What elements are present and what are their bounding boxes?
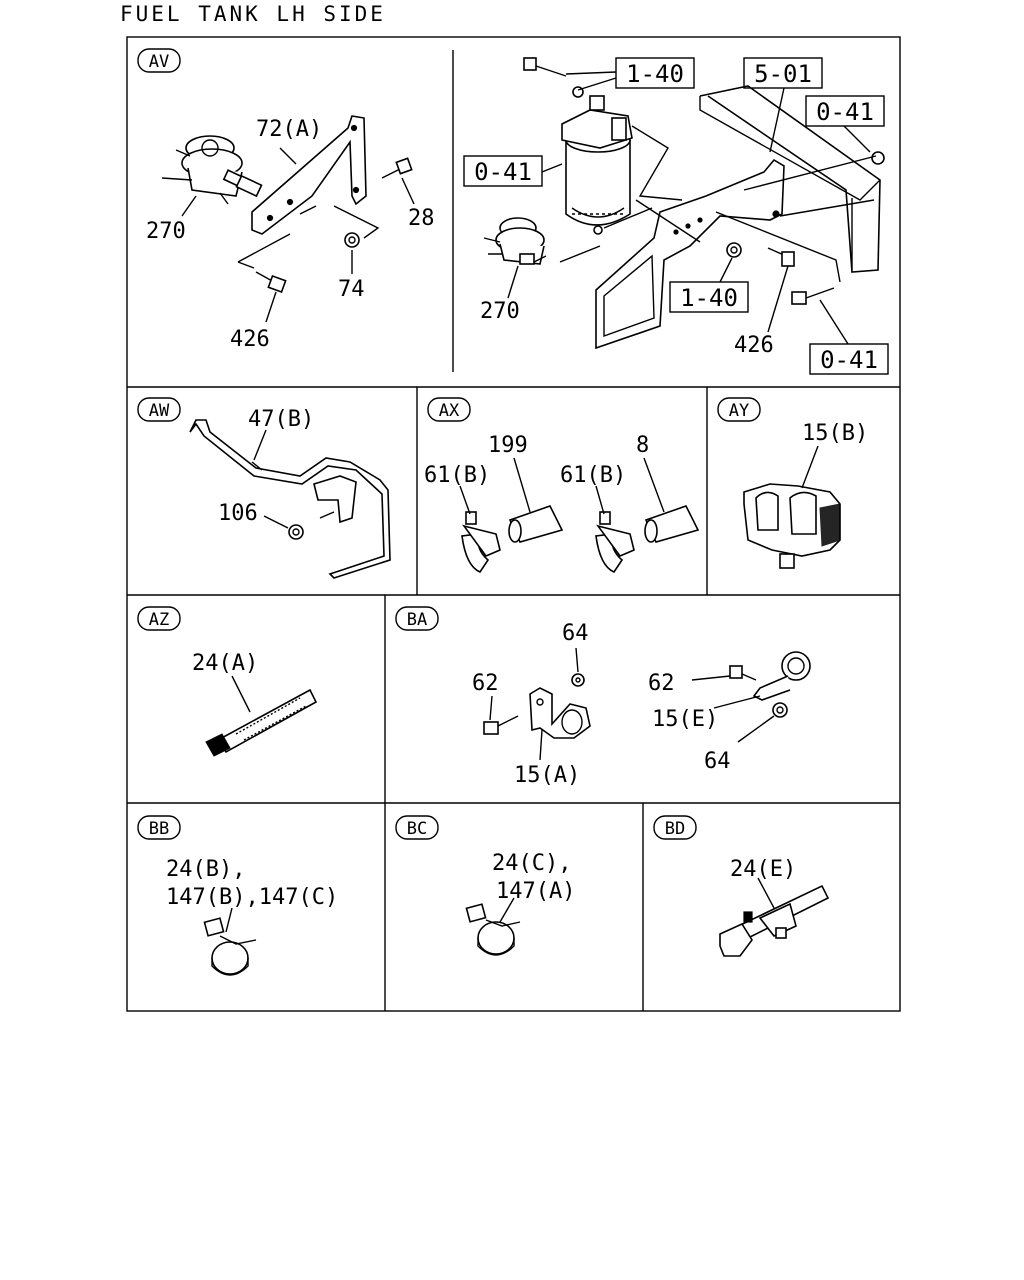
panel-tag-aw: AW bbox=[137, 397, 181, 422]
svg-text:AV: AV bbox=[149, 52, 169, 72]
svg-text:0-41: 0-41 bbox=[474, 158, 532, 186]
hose-clamp-bb bbox=[203, 917, 257, 976]
svg-text:62: 62 bbox=[472, 671, 499, 696]
ref-box-1-40-top: 1-40 bbox=[615, 57, 695, 89]
panel-tag-av: AV bbox=[137, 48, 181, 73]
svg-text:BA: BA bbox=[407, 610, 427, 630]
bolt-426-right bbox=[767, 247, 795, 267]
sleeve-8 bbox=[644, 505, 700, 543]
clamp-15a bbox=[529, 687, 591, 739]
svg-text:64: 64 bbox=[704, 749, 731, 774]
svg-text:270: 270 bbox=[146, 219, 186, 244]
svg-text:15(A): 15(A) bbox=[514, 763, 580, 788]
svg-text:24(A): 24(A) bbox=[192, 651, 258, 676]
nut-64-right bbox=[772, 702, 788, 718]
svg-text:1-40: 1-40 bbox=[626, 60, 684, 88]
svg-text:61(B): 61(B) bbox=[560, 463, 626, 488]
panel-tag-ba: BA bbox=[395, 606, 439, 631]
ref-box-0-41-right: 0-41 bbox=[805, 95, 885, 127]
panel-tag-ay: AY bbox=[717, 397, 761, 422]
svg-text:106: 106 bbox=[218, 501, 258, 526]
nut-top-right bbox=[871, 151, 885, 165]
svg-text:147(A): 147(A) bbox=[496, 879, 575, 904]
panel-tag-az: AZ bbox=[137, 606, 181, 631]
svg-text:BC: BC bbox=[407, 819, 427, 839]
clip-61b-left bbox=[461, 511, 501, 573]
svg-text:BB: BB bbox=[149, 819, 169, 839]
sleeve-199 bbox=[508, 505, 564, 543]
panel-ay: AY 15(B) bbox=[717, 397, 868, 569]
cable-tie-24a bbox=[205, 688, 318, 757]
svg-text:AZ: AZ bbox=[149, 610, 169, 630]
page-title: FUEL TANK LH SIDE bbox=[120, 2, 386, 26]
bolt-0-41-lower bbox=[791, 287, 835, 305]
panel-tag-bd: BD bbox=[653, 815, 697, 840]
fuel-filter bbox=[561, 95, 633, 235]
svg-text:64: 64 bbox=[562, 621, 589, 646]
panel-bb: BB 24(B), 147(B),147(C) bbox=[137, 815, 338, 976]
svg-text:0-41: 0-41 bbox=[816, 98, 874, 126]
svg-text:74: 74 bbox=[338, 277, 365, 302]
panel-tag-bc: BC bbox=[395, 815, 439, 840]
priming-pump-right bbox=[483, 217, 547, 265]
panel-tag-bb: BB bbox=[137, 815, 181, 840]
svg-text:62: 62 bbox=[648, 671, 675, 696]
panel-tag-ax: AX bbox=[427, 397, 471, 422]
clamp-15e bbox=[752, 651, 811, 701]
nut-74 bbox=[344, 232, 360, 248]
svg-text:AW: AW bbox=[149, 401, 170, 421]
panel-bc: BC 24(C), 147(A) bbox=[395, 815, 575, 956]
svg-text:AY: AY bbox=[729, 401, 749, 421]
svg-text:72(A): 72(A) bbox=[256, 117, 322, 142]
svg-text:8: 8 bbox=[636, 433, 649, 458]
ref-box-0-41-left: 0-41 bbox=[463, 155, 543, 187]
svg-text:15(E): 15(E) bbox=[652, 707, 718, 732]
svg-text:24(C),: 24(C), bbox=[492, 851, 571, 876]
hose-clamp-bc bbox=[465, 903, 521, 956]
panel-bd: BD 24(E) bbox=[653, 815, 830, 957]
panel-aw: AW 47(B) 106 bbox=[137, 397, 391, 579]
svg-text:426: 426 bbox=[734, 333, 774, 358]
bracket-left bbox=[251, 115, 367, 235]
svg-text:0-41: 0-41 bbox=[820, 346, 878, 374]
svg-text:AX: AX bbox=[439, 401, 460, 421]
washer-64-top bbox=[571, 673, 585, 687]
bolt-62-right bbox=[729, 665, 757, 681]
clip-61b-right bbox=[595, 511, 635, 573]
diagram-frame bbox=[126, 36, 901, 1012]
fuel-tank-outline bbox=[699, 85, 881, 273]
svg-text:61(B): 61(B) bbox=[424, 463, 490, 488]
bolt-62-left bbox=[483, 715, 519, 735]
bolt-28 bbox=[381, 157, 413, 179]
svg-text:BD: BD bbox=[665, 819, 685, 839]
fuel-pipe-47b bbox=[189, 419, 391, 579]
svg-text:1-40: 1-40 bbox=[680, 284, 738, 312]
clip-24e bbox=[719, 884, 830, 957]
svg-text:199: 199 bbox=[488, 433, 528, 458]
ref-box-5-01: 5-01 bbox=[743, 57, 823, 89]
bolt-top bbox=[523, 57, 584, 98]
nut-106 bbox=[288, 511, 335, 540]
svg-text:24(B),: 24(B), bbox=[166, 857, 245, 882]
clamp-15b bbox=[743, 483, 841, 569]
panel-az: AZ 24(A) bbox=[137, 606, 318, 757]
svg-text:24(E): 24(E) bbox=[730, 857, 796, 882]
panel-av: AV bbox=[137, 48, 889, 375]
bracket-right bbox=[595, 158, 785, 350]
svg-text:47(B): 47(B) bbox=[248, 407, 314, 432]
priming-pump-left bbox=[161, 135, 263, 205]
svg-text:15(B): 15(B) bbox=[802, 421, 868, 446]
svg-text:28: 28 bbox=[408, 206, 435, 231]
ref-box-0-41-bottom: 0-41 bbox=[809, 343, 889, 375]
nut-right bbox=[726, 242, 742, 258]
panel-ba: BA 64 62 62 15(E) 15(A) 64 bbox=[395, 606, 811, 788]
svg-text:5-01: 5-01 bbox=[754, 60, 812, 88]
svg-text:147(B),147(C): 147(B),147(C) bbox=[166, 885, 338, 910]
panel-ax: AX 199 8 61(B) 61(B) bbox=[424, 397, 700, 573]
ref-box-1-40-bottom: 1-40 bbox=[669, 281, 749, 313]
bolt-426-left bbox=[255, 271, 287, 294]
svg-text:426: 426 bbox=[230, 327, 270, 352]
svg-text:270: 270 bbox=[480, 299, 520, 324]
